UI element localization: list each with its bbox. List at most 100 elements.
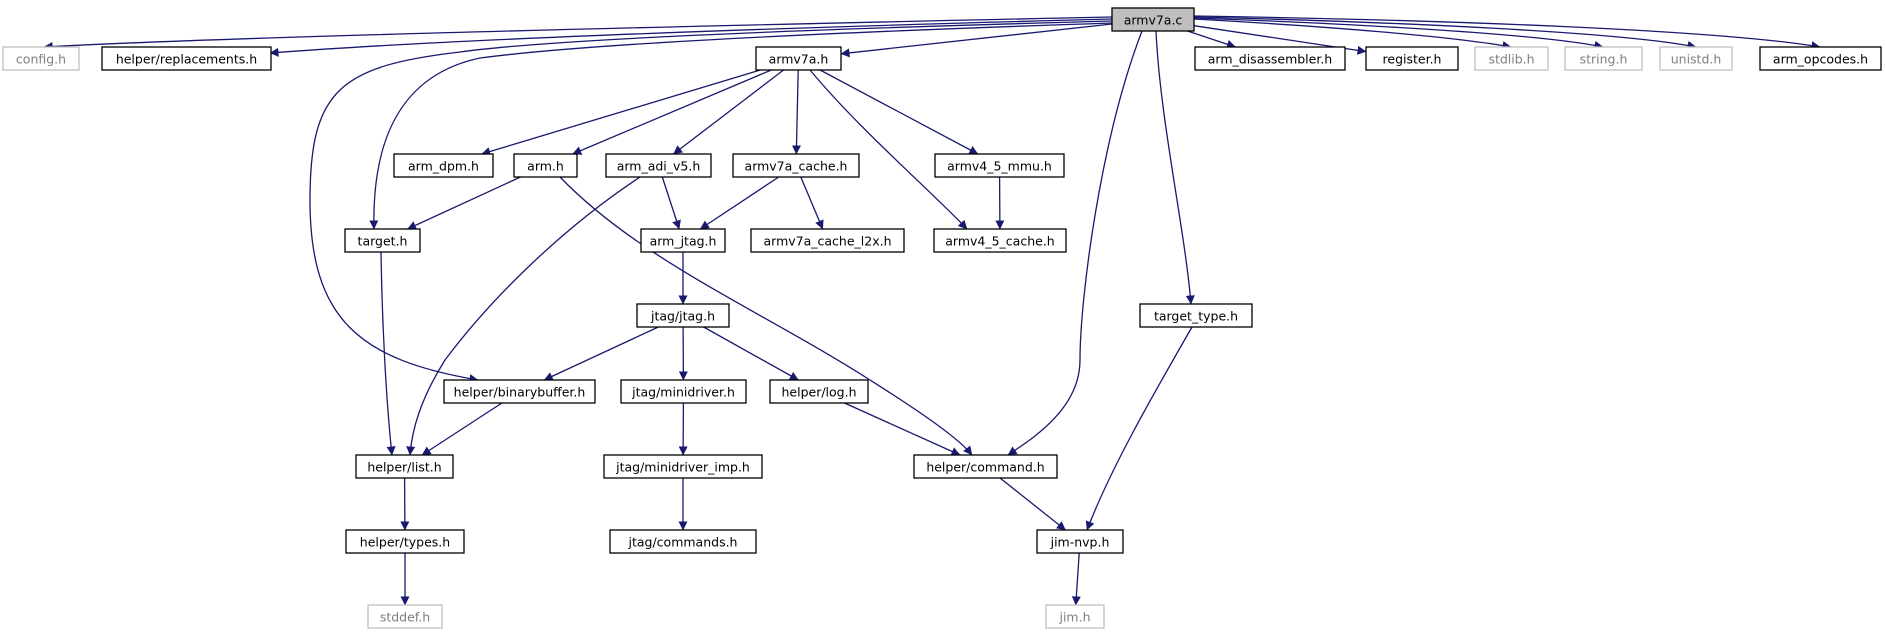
- edge-line: [369, 22, 1114, 230]
- edge-line: [1193, 17, 1604, 50]
- node-label: armv7a.h: [769, 52, 829, 67]
- node-label: arm_adi_v5.h: [617, 159, 701, 174]
- edge-line: [481, 69, 761, 156]
- node-armv7a-h[interactable]: armv7a.h: [755, 46, 842, 71]
- node-armv7a-cache-l2x-h[interactable]: armv7a_cache_l2x.h: [750, 228, 905, 253]
- node-jtag-minidriver-imp-h[interactable]: jtag/minidriver_imp.h: [603, 454, 763, 479]
- node-jtag-commands-h[interactable]: jtag/commands.h: [609, 529, 757, 554]
- node-box: [620, 379, 747, 404]
- edge-arm-adi-v5-h-to-arm-jtag-h: [661, 176, 681, 230]
- node-label: target.h: [358, 234, 408, 249]
- node-string-h: string.h: [1564, 46, 1643, 71]
- node-helper-log-h[interactable]: helper/log.h: [769, 379, 869, 404]
- node-box: [732, 153, 860, 178]
- edge-armv7a-c-to-target-type-h: [1155, 30, 1195, 305]
- node-box: [1111, 7, 1195, 32]
- edge-helper-binarybuffer-h-to-helper-list-h: [421, 402, 503, 456]
- edge-line: [1085, 326, 1193, 531]
- node-target-type-h[interactable]: target_type.h: [1139, 303, 1253, 328]
- node-box: [355, 454, 454, 479]
- node-label: helper/list.h: [367, 460, 441, 475]
- node-stdlib-h: stdlib.h: [1474, 46, 1549, 71]
- edge-line: [1193, 15, 1821, 51]
- edge-line: [1193, 18, 1512, 50]
- node-box: [513, 153, 578, 178]
- edge-armv7a-c-to-helper-command-h: [1007, 30, 1143, 456]
- node-box: [1045, 604, 1105, 629]
- edge-armv7a-c-to-config-h: [43, 16, 1113, 52]
- node-label: armv4_5_cache.h: [945, 234, 1054, 249]
- node-arm-jtag-h[interactable]: arm_jtag.h: [640, 228, 726, 253]
- edge-armv7a-c-to-string-h: [1193, 17, 1604, 50]
- node-box: [1365, 46, 1459, 71]
- edge-line: [840, 23, 1113, 58]
- node-label: armv7a_cache_l2x.h: [763, 234, 891, 249]
- node-armv7a-c[interactable]: armv7a.c: [1111, 7, 1195, 32]
- node-jtag-jtag-h[interactable]: jtag/jtag.h: [636, 303, 730, 328]
- node-armv7a-cache-h[interactable]: armv7a_cache.h: [732, 153, 860, 178]
- node-jtag-minidriver-h[interactable]: jtag/minidriver.h: [620, 379, 747, 404]
- node-label: stdlib.h: [1488, 52, 1534, 67]
- node-box: [934, 153, 1065, 178]
- node-box: [1194, 46, 1346, 71]
- node-label: helper/binarybuffer.h: [454, 385, 586, 400]
- edge-line: [380, 251, 396, 456]
- node-label: armv4_5_mmu.h: [947, 159, 1052, 174]
- node-box: [367, 604, 443, 629]
- edge-armv7a-h-to-armv4-5-mmu-h: [819, 69, 979, 155]
- node-arm-disassembler-h[interactable]: arm_disassembler.h: [1194, 46, 1346, 71]
- node-label: arm.h: [527, 159, 564, 174]
- edge-target-type-h-to-jim-nvp-h: [1085, 326, 1193, 531]
- node-target-h[interactable]: target.h: [344, 228, 421, 253]
- edge-line: [800, 176, 824, 230]
- node-arm-h[interactable]: arm.h: [513, 153, 578, 178]
- node-label: helper/replacements.h: [116, 52, 257, 67]
- edge-armv7a-c-to-arm-disassembler-h: [1187, 30, 1236, 49]
- node-box: [1759, 46, 1882, 71]
- edge-armv7a-c-to-target-h: [369, 22, 1114, 230]
- node-label: jtag/minidriver.h: [631, 385, 735, 400]
- node-box: [636, 303, 730, 328]
- edge-line: [673, 69, 784, 155]
- node-helper-command-h[interactable]: helper/command.h: [913, 454, 1058, 479]
- edge-target-h-to-helper-list-h: [380, 251, 396, 456]
- edge-armv7a-h-to-arm-dpm-h: [481, 69, 761, 156]
- edge-arm-adi-v5-h-to-helper-list-h: [406, 176, 641, 456]
- node-armv4-5-cache-h[interactable]: armv4_5_cache.h: [933, 228, 1067, 253]
- node-label: jim.h: [1058, 610, 1090, 625]
- edge-armv7a-c-to-armv7a-h: [840, 23, 1113, 58]
- node-label: unistd.h: [1671, 52, 1722, 67]
- node-box: [393, 153, 494, 178]
- node-stddef-h: stddef.h: [367, 604, 443, 629]
- node-jim-nvp-h[interactable]: jim-nvp.h: [1036, 529, 1124, 554]
- node-arm-opcodes-h[interactable]: arm_opcodes.h: [1759, 46, 1882, 71]
- node-helper-binarybuffer-h[interactable]: helper/binarybuffer.h: [443, 379, 596, 404]
- node-label: arm_dpm.h: [408, 159, 479, 174]
- edge-line: [819, 69, 979, 155]
- edge-line: [699, 176, 780, 230]
- edge-line: [269, 18, 1113, 57]
- edge-line: [406, 176, 641, 456]
- node-register-h[interactable]: register.h: [1365, 46, 1459, 71]
- node-label: stddef.h: [380, 610, 430, 625]
- node-helper-replacements-h[interactable]: helper/replacements.h: [101, 46, 272, 71]
- edge-armv7a-h-to-armv4-5-cache-h: [809, 69, 968, 230]
- edge-armv7a-cache-h-to-arm-jtag-h: [699, 176, 780, 230]
- node-arm-adi-v5-h[interactable]: arm_adi_v5.h: [605, 153, 712, 178]
- edge-line: [309, 20, 1114, 384]
- node-armv4-5-mmu-h[interactable]: armv4_5_mmu.h: [934, 153, 1065, 178]
- node-helper-list-h[interactable]: helper/list.h: [355, 454, 454, 479]
- edge-jim-nvp-h-to-jim-h: [1071, 552, 1081, 606]
- node-box: [1564, 46, 1643, 71]
- edge-armv7a-c-to-helper-replacements-h: [269, 18, 1113, 57]
- node-label: armv7a_cache.h: [745, 159, 848, 174]
- node-label: target_type.h: [1154, 309, 1238, 324]
- edge-line: [1155, 30, 1195, 305]
- node-box: [1659, 46, 1733, 71]
- node-box: [769, 379, 869, 404]
- node-arm-dpm-h[interactable]: arm_dpm.h: [393, 153, 494, 178]
- node-helper-types-h[interactable]: helper/types.h: [345, 529, 465, 554]
- node-box: [603, 454, 763, 479]
- edge-armv7a-cache-h-to-armv7a-cache-l2x-h: [800, 176, 824, 230]
